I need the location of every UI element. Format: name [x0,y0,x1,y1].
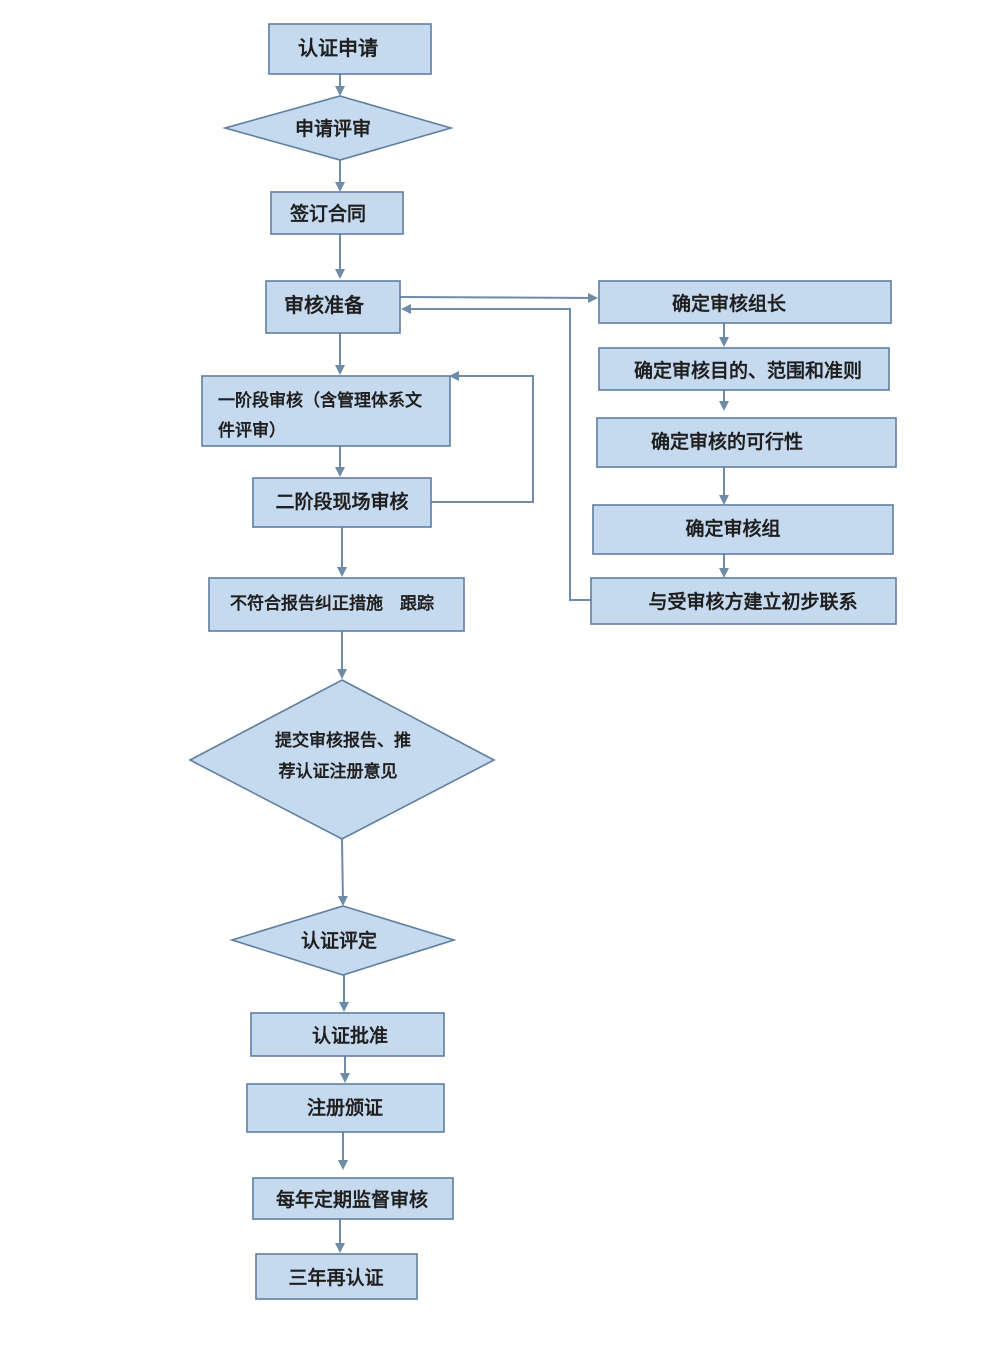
node-contact: 与受审核方建立初步联系 [590,577,897,625]
node-feasibility-label: 确定审核的可行性 [651,430,803,453]
node-team-label: 确定审核组 [685,517,780,540]
node-feasibility: 确定审核的可行性 [596,417,897,468]
node-scope: 确定审核目的、范围和准则 [598,347,890,391]
node-stage1: 一阶段审核（含管理体系文 件评审） [201,375,451,447]
node-recert: 三年再认证 [255,1253,418,1300]
node-annual-audit-label: 每年定期监督审核 [276,1188,428,1211]
node-audit-prep-label: 审核准备 [284,293,365,317]
node-apply-review-label: 申请评审 [295,117,371,140]
node-register: 注册颁证 [246,1083,445,1133]
node-cert-approve: 认证批准 [250,1012,445,1057]
node-team: 确定审核组 [592,504,894,555]
node-leader-label: 确定审核组长 [672,292,787,315]
node-stage1-label-line1: 一阶段审核（含管理体系文 [218,390,423,411]
node-sign-contract-label: 签订合同 [289,202,366,225]
node-submit-report-label-line2: 荐认证注册意见 [278,761,398,782]
node-sign-contract: 签订合同 [270,191,404,235]
edge-prep-to-leader [399,292,598,303]
node-nc-track-label: 不符合报告纠正措施 跟踪 [230,593,434,614]
node-apply-label: 认证申请 [298,36,378,60]
node-contact-label: 与受审核方建立初步联系 [648,590,857,613]
node-recert-label: 三年再认证 [288,1266,383,1289]
node-stage1-label-line2: 件评审） [218,420,286,441]
edge-contact-back-to-prep [401,304,591,601]
edges [335,74,729,1253]
node-apply-review: 申请评审 [222,95,454,161]
node-cert-approve-label: 认证批准 [312,1024,388,1047]
node-stage2-label: 二阶段现场审核 [275,490,408,513]
node-cert-eval-label: 认证评定 [301,929,377,952]
node-audit-prep: 审核准备 [265,280,401,334]
node-register-label: 注册颁证 [307,1096,383,1119]
node-cert-eval: 认证评定 [229,905,457,976]
node-stage2: 二阶段现场审核 [252,477,432,528]
edge-report-to-eval [337,838,348,906]
node-leader: 确定审核组长 [598,280,892,324]
node-nc-track: 不符合报告纠正措施 跟踪 [208,577,465,632]
node-apply: 认证申请 [268,23,432,75]
node-submit-report-label-line1: 提交审核报告、推 [275,730,411,751]
node-scope-label: 确定审核目的、范围和准则 [634,359,862,382]
node-annual-audit: 每年定期监督审核 [252,1177,454,1220]
node-submit-report: 提交审核报告、推 荐认证注册意见 [188,679,496,840]
edge-stage2-loop-to-stage1 [431,371,534,503]
